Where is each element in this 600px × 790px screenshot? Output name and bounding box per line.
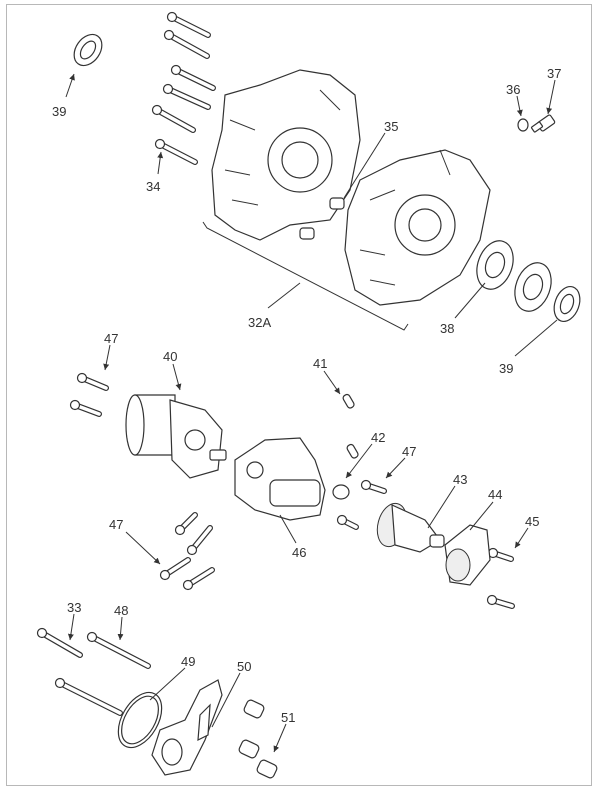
callout-48: 48 — [114, 603, 128, 618]
callout-47-lower: 47 — [109, 517, 123, 532]
bearing — [514, 262, 552, 312]
bolt — [182, 567, 215, 591]
callout-37: 37 — [547, 66, 561, 81]
callout-44: 44 — [488, 487, 502, 502]
dowel-pin — [299, 227, 315, 240]
bolt — [159, 557, 191, 581]
oil-seal-top-left — [73, 33, 103, 67]
callout-50: 50 — [237, 659, 251, 674]
bolt — [86, 631, 151, 669]
callout-49: 49 — [181, 654, 195, 669]
bolt — [154, 138, 198, 165]
bolt — [487, 547, 514, 562]
bolt — [36, 627, 83, 658]
starter-drive-gear — [376, 502, 445, 553]
callout-32a: 32A — [248, 315, 271, 330]
callout-33: 33 — [67, 600, 81, 615]
callout-45: 45 — [525, 514, 539, 529]
callout-39: 39 — [52, 104, 66, 119]
spacer — [243, 699, 265, 719]
bolt — [54, 677, 123, 716]
callout-39-right: 39 — [499, 361, 513, 376]
callout-36: 36 — [506, 82, 520, 97]
bearing — [476, 240, 514, 290]
mounting-bracket — [151, 679, 223, 776]
spacer — [256, 759, 278, 779]
dowel-pin — [329, 197, 345, 210]
bolt — [174, 512, 198, 536]
bolt — [186, 525, 213, 556]
assembly-bracket-line — [202, 221, 409, 331]
pin — [342, 393, 355, 409]
callout-51: 51 — [281, 710, 295, 725]
bolt — [360, 479, 387, 494]
bolt — [163, 29, 210, 59]
callout-35: 35 — [384, 119, 398, 134]
bolt — [336, 514, 359, 530]
starter-motor — [125, 394, 227, 479]
diagram-frame — [6, 4, 592, 786]
callout-47-mid: 47 — [402, 444, 416, 459]
callout-41: 41 — [313, 356, 327, 371]
crankcase-left-half — [211, 69, 361, 241]
oil-seal-right — [553, 285, 581, 323]
drain-plug — [530, 114, 556, 133]
bolt — [162, 83, 211, 110]
bolt — [166, 11, 211, 38]
bolt — [170, 64, 216, 91]
starter-housing — [234, 437, 326, 521]
bushing — [332, 484, 350, 500]
callout-40: 40 — [163, 349, 177, 364]
callout-42: 42 — [371, 430, 385, 445]
bolt — [69, 399, 102, 417]
crankcase-right-half — [344, 149, 491, 306]
starter-cover — [444, 524, 491, 586]
washer — [517, 118, 529, 132]
spacer — [238, 739, 260, 759]
callout-43: 43 — [453, 472, 467, 487]
callout-46: 46 — [292, 545, 306, 560]
bolt — [151, 104, 196, 133]
pin — [346, 443, 359, 459]
callout-38: 38 — [440, 321, 454, 336]
bolts-group — [36, 11, 515, 716]
bolt — [486, 594, 515, 609]
callout-47: 47 — [104, 331, 118, 346]
bolt — [76, 372, 109, 391]
callout-34: 34 — [146, 179, 160, 194]
